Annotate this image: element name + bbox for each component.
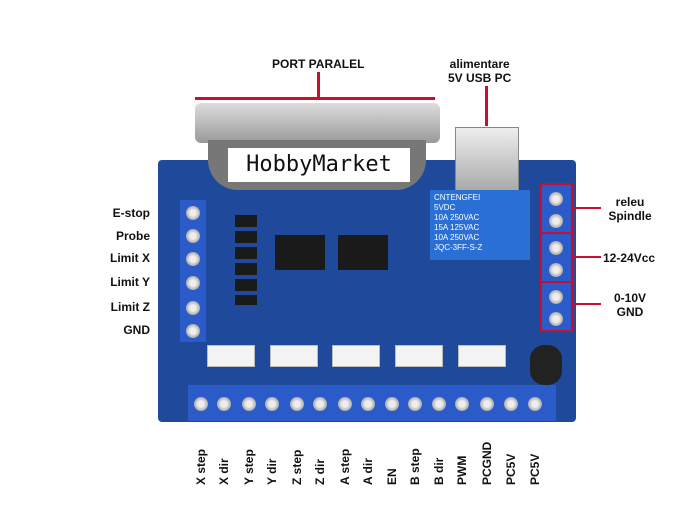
label-limit-x: Limit X	[109, 251, 150, 265]
screw-icon	[338, 397, 352, 411]
left-terminal-block	[180, 200, 206, 342]
label-e-stop: E-stop	[112, 206, 150, 220]
label-12-24vcc: 12-24Vcc	[603, 251, 656, 265]
label-limit-y: Limit Y	[110, 275, 150, 289]
label-bottom-pin: B step	[408, 448, 422, 485]
header-connector	[270, 345, 318, 367]
label-bottom-pin: X dir	[217, 458, 231, 485]
db25-connector	[195, 103, 440, 143]
screw-icon	[265, 397, 279, 411]
screw-icon	[549, 290, 563, 304]
label-bottom-pin: A dir	[361, 458, 375, 485]
screw-icon	[549, 241, 563, 255]
optocoupler	[235, 215, 257, 305]
capacitor	[530, 345, 562, 385]
label-bottom-pin: EN	[385, 468, 399, 485]
screw-icon	[549, 214, 563, 228]
label-bottom-pin: Y dir	[265, 458, 279, 485]
screw-icon	[432, 397, 446, 411]
screw-icon	[361, 397, 375, 411]
brand-label: HobbyMarket	[228, 148, 410, 182]
label-bottom-pin: Z step	[290, 449, 304, 485]
screw-icon	[186, 252, 200, 266]
port-line-v	[317, 72, 320, 99]
analog-terminal-box	[540, 281, 574, 332]
right-terminal-block	[541, 183, 571, 330]
screw-icon	[186, 301, 200, 315]
header-connector	[207, 345, 255, 367]
screw-icon	[549, 263, 563, 277]
usb-connector	[455, 127, 519, 191]
screw-icon	[504, 397, 518, 411]
screw-icon	[313, 397, 327, 411]
power-line	[485, 86, 488, 126]
relay-line	[573, 207, 601, 209]
label-bottom-pin: Z dir	[313, 459, 327, 485]
screw-icon	[186, 324, 200, 338]
screw-icon	[217, 397, 231, 411]
screw-icon	[194, 397, 208, 411]
analog-line	[573, 303, 601, 305]
label-bottom-pin: PCGND	[480, 441, 494, 485]
label-gnd: GND	[123, 323, 150, 337]
label-bottom-pin: X step	[194, 448, 208, 485]
label-bottom-pin: PWM	[455, 455, 469, 485]
ic-chip	[338, 235, 388, 270]
label-bottom-pin: PC5V	[528, 453, 542, 485]
label-bottom-pin: PC5V	[504, 453, 518, 485]
screw-icon	[186, 229, 200, 243]
screw-icon	[528, 397, 542, 411]
port-label: PORT PARALEL	[272, 57, 365, 71]
screw-icon	[290, 397, 304, 411]
label-probe: Probe	[115, 229, 150, 243]
screw-icon	[186, 276, 200, 290]
ic-chip	[275, 235, 325, 270]
port-line-h	[195, 97, 435, 100]
label-limit-z: Limit Z	[110, 300, 150, 314]
power-terminal-line	[573, 256, 601, 258]
screw-icon	[385, 397, 399, 411]
screw-icon	[242, 397, 256, 411]
screw-icon	[549, 192, 563, 206]
screw-icon	[186, 206, 200, 220]
screw-icon	[480, 397, 494, 411]
screw-icon	[455, 397, 469, 411]
label-bottom-pin: Y step	[242, 449, 256, 485]
label-bottom-pin: B dir	[432, 457, 446, 485]
screw-icon	[408, 397, 422, 411]
header-connector	[395, 345, 443, 367]
label-bottom-pin: A step	[338, 448, 352, 485]
screw-icon	[549, 312, 563, 326]
header-connector	[458, 345, 506, 367]
header-connector	[332, 345, 380, 367]
